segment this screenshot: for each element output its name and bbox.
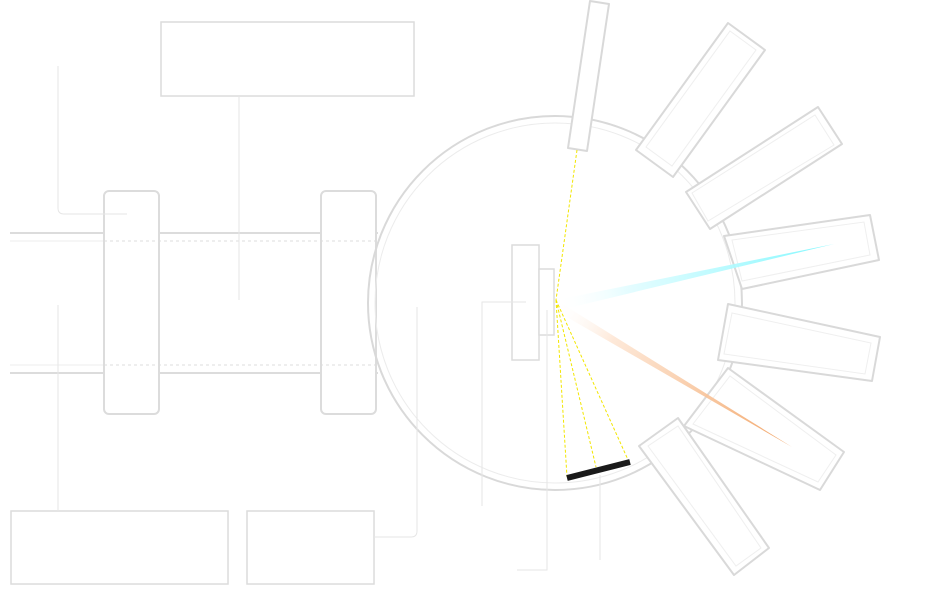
chamber-inner xyxy=(374,122,736,484)
orange-beam xyxy=(556,300,792,447)
port-top xyxy=(567,0,610,152)
beamline-inner xyxy=(10,240,104,366)
port-4-inner xyxy=(723,312,872,375)
port-2-inner xyxy=(691,114,835,222)
port-3-inner xyxy=(731,221,871,282)
port-6-inner xyxy=(647,425,762,567)
label-box-bottom-middle xyxy=(246,510,375,585)
label-box-top xyxy=(160,21,415,97)
leader-sample xyxy=(517,310,548,571)
detector-bar xyxy=(566,459,631,481)
port-1 xyxy=(635,22,766,178)
port-group xyxy=(567,0,881,576)
leader-top-left xyxy=(57,66,127,215)
flange-right xyxy=(320,190,377,415)
port-1-inner xyxy=(645,30,757,167)
chamber-outer xyxy=(367,115,743,491)
port-5-inner xyxy=(692,375,837,483)
port-4 xyxy=(717,303,881,382)
port-3 xyxy=(723,214,880,290)
beamline-tube xyxy=(10,232,378,374)
leader-bottom-middle xyxy=(374,307,418,538)
beam-traces xyxy=(555,149,630,478)
label-box-bottom-left xyxy=(10,510,229,585)
leader-sample-holder xyxy=(481,301,526,506)
port-2 xyxy=(685,106,843,230)
cyan-beam xyxy=(556,244,834,310)
port-inner-lines xyxy=(645,30,872,567)
port-6 xyxy=(638,417,770,576)
trace-to-top-port xyxy=(555,149,578,301)
trace-to-detector-a xyxy=(555,299,568,478)
flange-left xyxy=(103,190,160,415)
leader-lines xyxy=(57,66,601,571)
trace-to-detector-b xyxy=(555,299,597,468)
